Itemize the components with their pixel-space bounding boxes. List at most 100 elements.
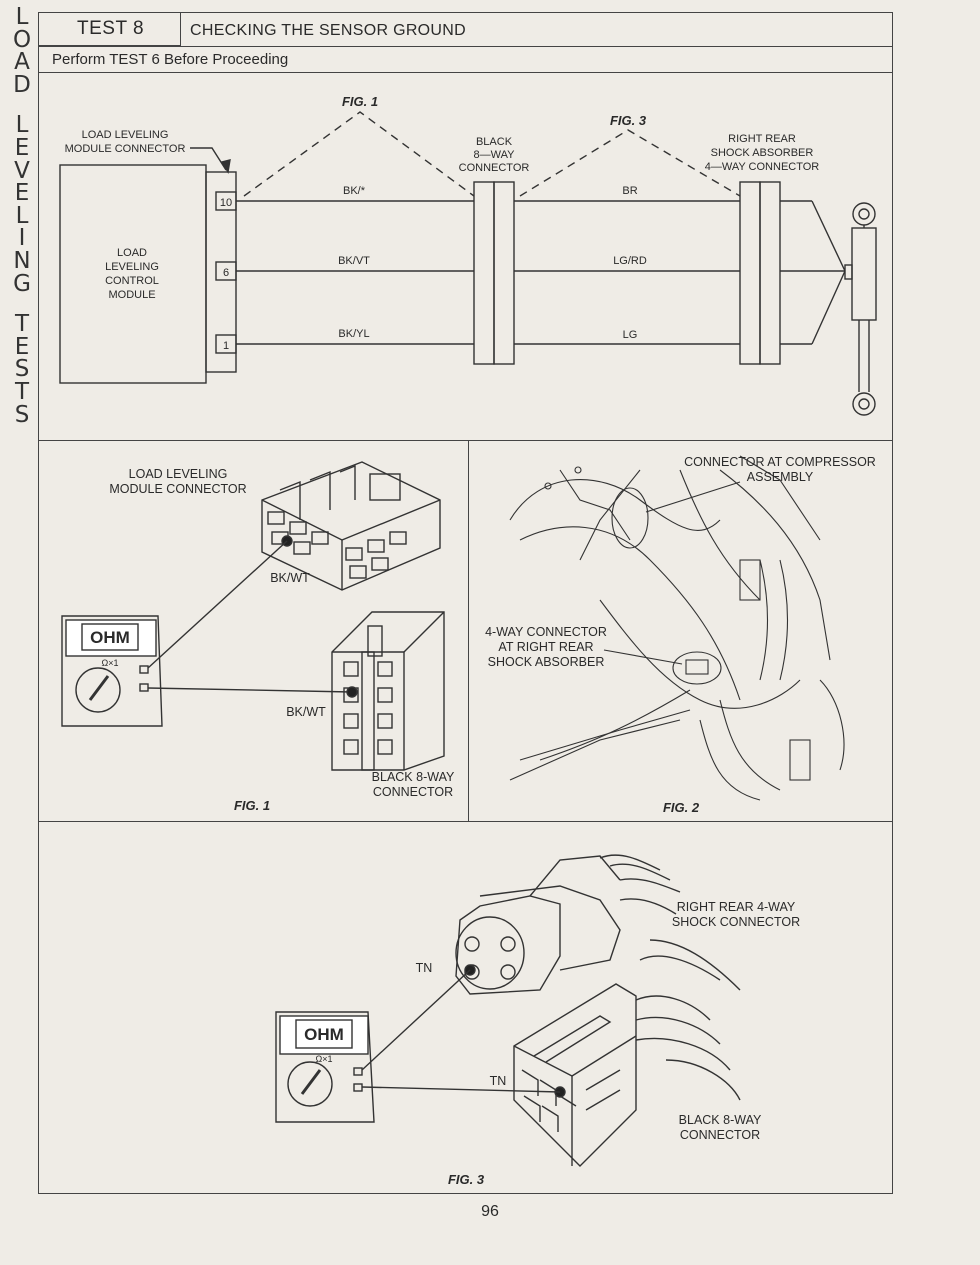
wire-label: BK/* [343,185,366,197]
shock-absorber-connector-label: AT RIGHT REAR [498,640,593,654]
module-label: LOAD [117,247,147,259]
shock-absorber-connector-label: 4-WAY CONNECTOR [485,625,607,639]
black-connector-label: BLACK [476,136,513,148]
side-letter: A [14,49,30,76]
page-frame [38,12,893,1194]
black-8way-illustration [331,611,445,771]
fig2-illustration [509,455,845,801]
schematic-top-divider [38,72,893,73]
side-title: L O A D L E V E L I N G T E S T S [8,6,36,426]
fig1-wire-label: BK/WT [270,571,310,585]
shock-leader [603,649,683,665]
black-connector-left [473,181,495,365]
probe-point-icon [346,686,358,698]
control-module-box [59,164,207,384]
test-title: CHECKING THE SENSOR GROUND [190,22,466,39]
side-letter: S [14,356,30,383]
fig3-wire-label: TN [490,1074,507,1088]
side-letter: E [14,134,30,161]
arrow-icon [220,159,231,174]
fig2-caption: FIG. 2 [663,800,700,815]
black-connector-label: CONNECTOR [459,162,530,174]
fig3-shock-connector-label: RIGHT REAR 4-WAY [677,900,796,914]
compressor-connector-circle [611,487,649,549]
fig3-caption: FIG. 3 [448,1172,485,1187]
test-lead-top [147,540,288,669]
shock-connector-circle [672,651,722,685]
fig3-wire-label: TN [416,961,433,975]
module-connector-illustration [261,461,441,591]
fig1-black-connector-label: CONNECTOR [373,785,453,799]
black-connector-label: 8—WAY [474,149,516,161]
ohm-display: OHM [90,628,130,647]
shock-absorber-icon [844,202,877,416]
side-letter: L [15,112,29,139]
fig3-black-connector-label: CONNECTOR [680,1128,760,1142]
fig1-module-connector-label: MODULE CONNECTOR [109,482,246,496]
test-lead-top [361,969,471,1071]
fig3-illustration [275,854,741,1167]
side-letter: E [14,180,30,207]
fig1-illustration [61,461,445,771]
shock-connector-label: 4—WAY CONNECTOR [705,161,820,173]
test-lead-bottom [361,1086,561,1093]
wire-label: LG [623,329,638,341]
wire-label: LG/RD [613,255,647,267]
test-number: TEST 8 [38,12,181,46]
shock-connector-label: RIGHT REAR [728,133,796,145]
side-letter: G [13,270,31,297]
side-letter: L [15,202,29,229]
schematic-bottom-divider [38,440,893,441]
ohmmeter-icon [275,1011,375,1123]
meter-range-label: Ω×1 [102,658,119,668]
compressor-leader [645,481,741,513]
pin-label: 10 [220,197,232,209]
page-number: 96 [481,1203,499,1220]
module-connector-leader [190,147,227,171]
side-letter: O [12,26,32,53]
side-letter: S [14,401,30,428]
test-lead-bottom [147,687,353,693]
module-label: CONTROL [105,275,159,287]
schematic-fig3-label: FIG. 3 [610,113,647,128]
side-letter: L [15,4,29,30]
fig3-bracket [519,129,741,197]
fig1-bracket [243,111,475,197]
schematic [59,111,877,416]
fig1-module-connector-label: LOAD LEVELING [129,467,228,481]
meter-range-label: Ω×1 [316,1054,333,1064]
wire-label: BK/VT [338,255,370,267]
module-label: LEVELING [105,261,159,273]
side-letter: V [14,157,30,184]
fig1-wire-label: BK/WT [286,705,326,719]
black-connector-right [493,181,515,365]
pin-label: 1 [223,340,229,352]
compressor-connector-label: ASSEMBLY [747,470,814,484]
fig1-caption: FIG. 1 [234,798,270,813]
fig-column-divider [468,440,469,821]
pin-label: 6 [223,267,229,279]
wire-label: BK/YL [338,328,369,340]
shock-connector-left [739,181,761,365]
side-letter: D [13,71,31,98]
fig3-shock-connector-label: SHOCK CONNECTOR [672,915,800,929]
shock-absorber-connector-label: SHOCK ABSORBER [488,655,605,669]
shock-4way-illustration [455,854,681,995]
ohm-display: OHM [304,1025,344,1044]
schematic-fig1-label: FIG. 1 [342,94,378,109]
test-subtitle: Perform TEST 6 Before Proceeding [52,51,289,68]
shock-connector-right [759,181,781,365]
module-connector-label: MODULE CONNECTOR [65,143,186,155]
fig3-black-connector-label: BLACK 8-WAY [679,1113,762,1127]
fig1-black-connector-label: BLACK 8-WAY [372,770,455,784]
module-label: MODULE [108,289,155,301]
module-connector-label: LOAD LEVELING [82,129,169,141]
side-letter: N [13,247,31,274]
side-letter: T [14,311,30,338]
wire-label: BR [622,185,637,197]
shock-connector-label: SHOCK ABSORBER [711,147,814,159]
ohmmeter-icon [61,615,163,727]
compressor-connector-label: CONNECTOR AT COMPRESSOR [684,455,876,469]
side-letter: I [18,225,26,252]
